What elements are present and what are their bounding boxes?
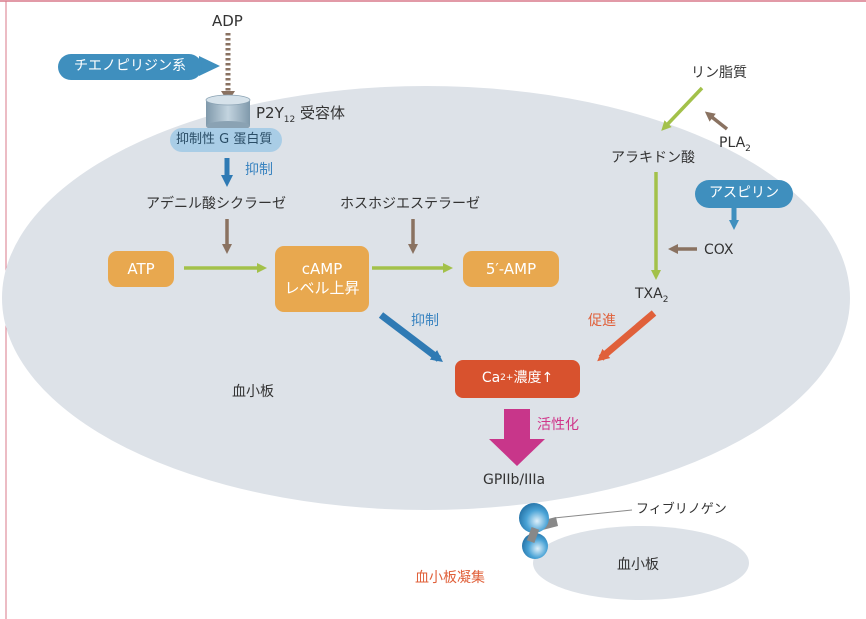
camp-label-line2: レベル上昇 — [284, 279, 360, 297]
p2y12-prefix: P2Y — [256, 104, 284, 122]
phosphodiesterase-label: ホスホジエステラーゼ — [340, 196, 480, 212]
ca-prefix: Ca — [481, 370, 501, 387]
pla2-arrow — [704, 111, 729, 131]
p2y12-receptor-cylinder — [205, 94, 251, 131]
thienopyridine-pill: チエノピリジン系 — [58, 54, 202, 80]
fibrinogen-leader-line — [553, 509, 633, 519]
promote-label: 促進 — [588, 313, 616, 329]
cox-label: COX — [704, 242, 734, 258]
amp-node: 5′-AMP — [463, 251, 559, 287]
promote-arrow — [597, 310, 657, 362]
inhibit-arrow-2 — [378, 312, 443, 363]
pla2-label: PLA2 — [719, 136, 751, 154]
amp-label: 5′-AMP — [485, 259, 537, 278]
aspirin-pill: アスピリン — [695, 180, 793, 208]
adenylate-cyclase-label: アデニル酸シクラーゼ — [146, 196, 286, 212]
phospholipid-arrow — [661, 86, 704, 131]
inhibit-label-1: 抑制 — [245, 162, 273, 178]
camp-node: cAMP レベル上昇 — [275, 246, 369, 312]
inhibit-label-2: 抑制 — [411, 313, 439, 329]
p2y12-suffix: 受容体 — [295, 104, 345, 122]
arachidonic-acid-label: アラキドン酸 — [611, 150, 695, 166]
aspirin-label: アスピリン — [709, 185, 779, 202]
g-protein-label: 抑制性 G 蛋白質 — [176, 132, 273, 147]
platelet-cell-2 — [533, 526, 749, 600]
g-protein-pill — [170, 128, 282, 152]
pla2-prefix: PLA — [719, 135, 746, 151]
p2y12-receptor-label: P2Y12 受容体 — [256, 106, 345, 125]
txa2-prefix: TXA — [635, 286, 663, 302]
atp-node: ATP — [108, 251, 174, 287]
platelet-cell — [2, 86, 850, 510]
platelet-label-2: 血小板 — [617, 557, 659, 573]
ca-sup: 2+ — [500, 373, 514, 384]
thienopyridine-label: チエノピリジン系 — [74, 58, 186, 75]
atp-label: ATP — [127, 259, 155, 278]
camp-label-line1: cAMP — [301, 260, 343, 279]
aggregation-label: 血小板凝集 — [415, 570, 485, 586]
activate-label: 活性化 — [537, 417, 579, 433]
ca-box-bg — [455, 360, 580, 398]
gpiib-receptor-ball-1 — [519, 503, 549, 533]
adp-label: ADP — [212, 12, 243, 30]
fibrinogen-link — [526, 527, 540, 543]
activate-arrow — [489, 409, 545, 466]
gp-label: GPIIb/IIIa — [483, 472, 546, 488]
p2y12-sub: 12 — [283, 115, 296, 125]
pla2-sub: 2 — [745, 143, 751, 154]
fibrinogen-label: フィブリノゲン — [636, 502, 727, 517]
thienopyridine-arrow-tip — [199, 56, 220, 76]
txa2-label: TXA2 — [635, 287, 668, 305]
ca-suffix: 濃度↑ — [513, 370, 554, 387]
platelet-label: 血小板 — [232, 384, 274, 400]
txa2-sub: 2 — [662, 294, 669, 305]
phospholipid-label: リン脂質 — [691, 65, 747, 81]
